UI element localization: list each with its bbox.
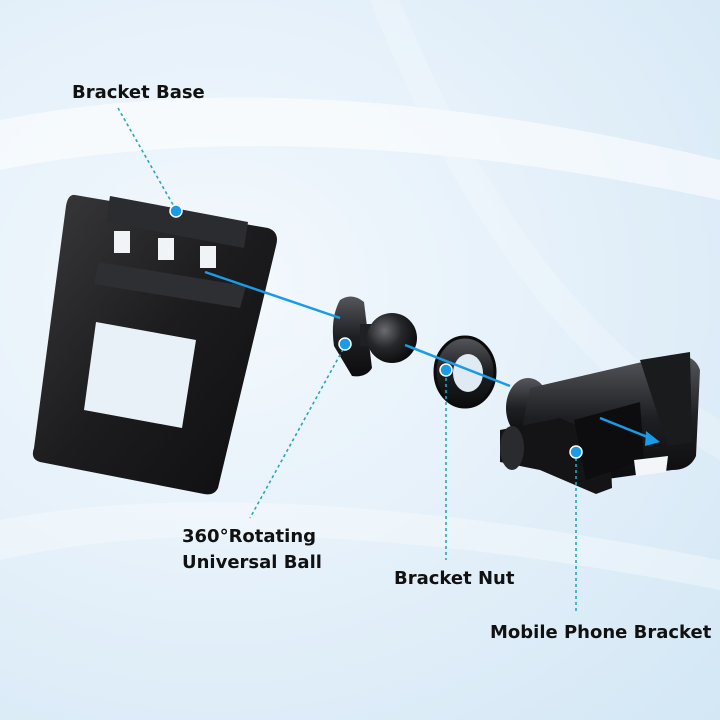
- universal-ball-part: [332, 296, 417, 377]
- leader-lines: [117, 107, 577, 614]
- bracket-nut-label: Bracket Nut: [394, 568, 515, 589]
- phone-bracket-label: Mobile Phone Bracket: [490, 622, 712, 643]
- universal-ball-label-line1: 360°Rotating: [182, 526, 317, 547]
- bracket-nut-part: [433, 335, 497, 409]
- universal-ball-label-line2: Universal Ball: [182, 552, 322, 573]
- universal-ball-label: 360°Rotating Universal Ball: [182, 524, 322, 576]
- leader-dots: [169, 204, 583, 459]
- bracket-base-part: [32, 194, 277, 495]
- phone-bracket-part: [500, 352, 700, 494]
- bracket-base-label: Bracket Base: [72, 82, 205, 103]
- assembly-axis: [204, 270, 660, 446]
